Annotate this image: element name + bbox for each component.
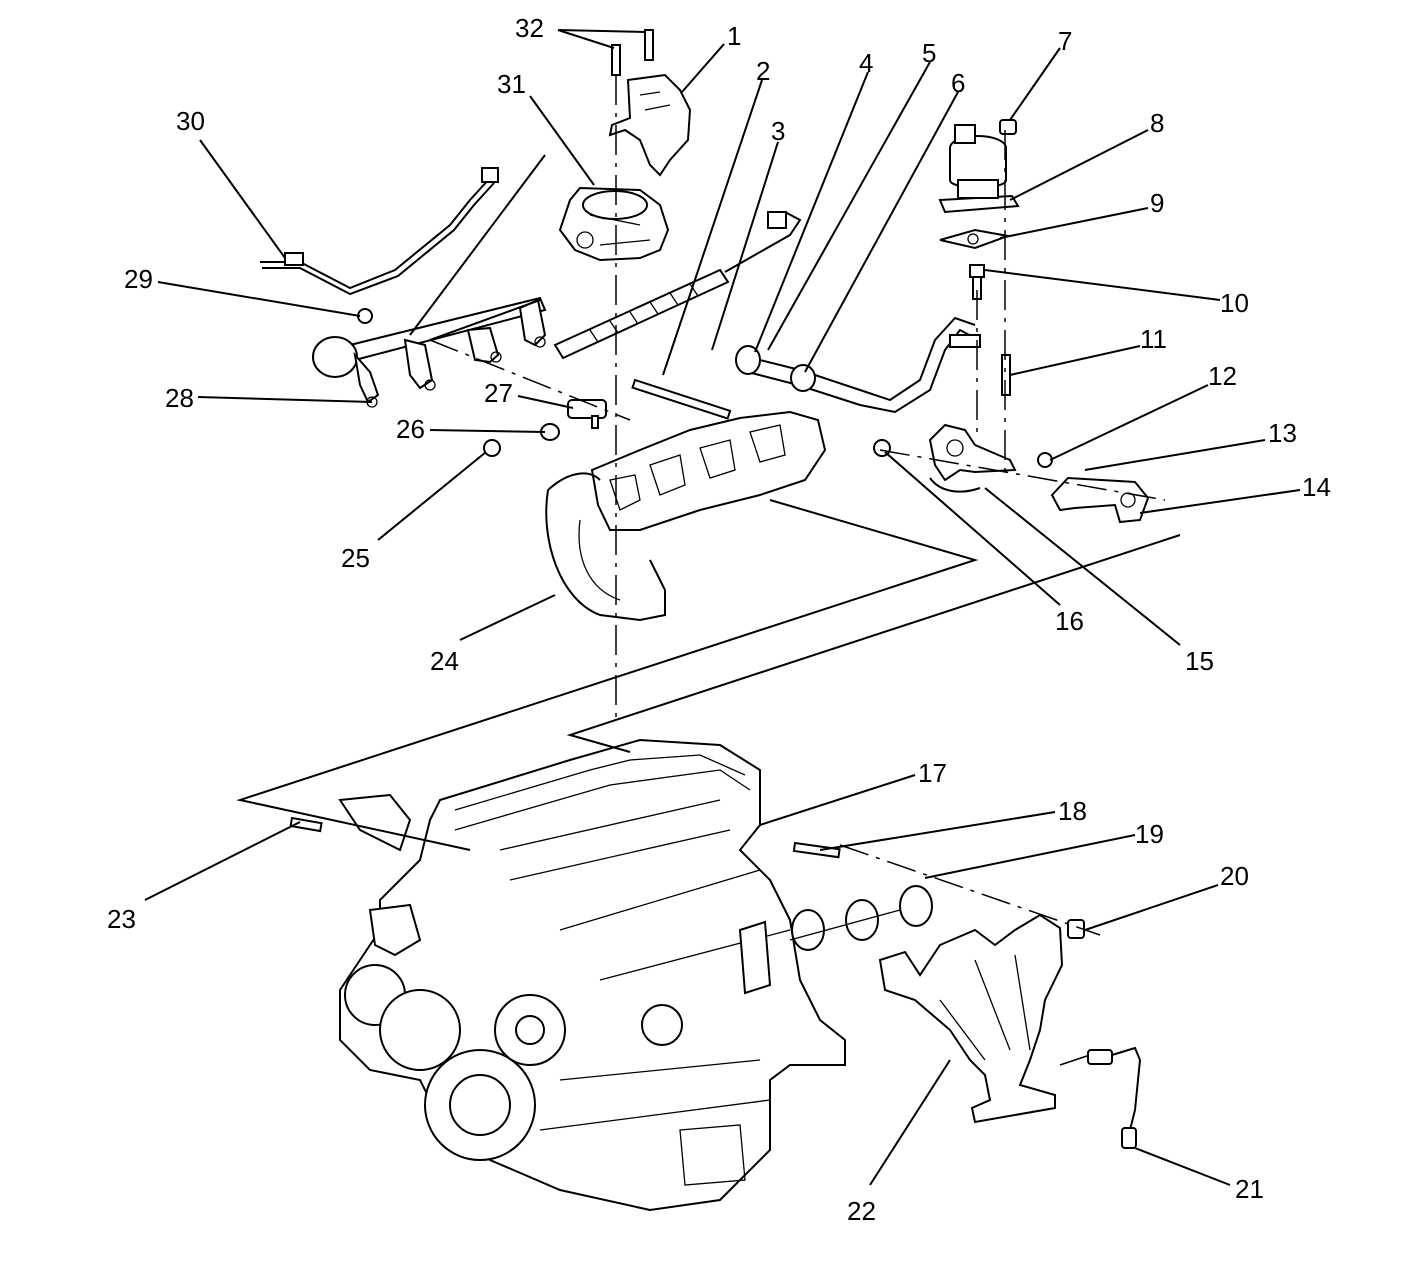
callout-8: 8: [1150, 108, 1164, 138]
map-sensor-icon: [567, 399, 607, 429]
callout-21: 21: [1235, 1174, 1264, 1204]
callout-13: 13: [1268, 418, 1297, 448]
bolt-12-icon: [1037, 452, 1053, 468]
callout-labels: 1 2 3 4 5 6 7 8 9 10 11 12 13 14 15 16 1…: [107, 13, 1331, 1226]
callout-6: 6: [951, 68, 965, 98]
intake-manifold-icon: [545, 410, 827, 622]
callout-7: 7: [1058, 26, 1072, 56]
throttle-bracket-icon: [608, 73, 692, 177]
callout-30: 30: [176, 106, 205, 136]
stud-23-icon: [289, 816, 323, 833]
engine-block-icon: [338, 738, 846, 1212]
callout-17: 17: [918, 758, 947, 788]
oxygen-sensor-icon: [1087, 1046, 1142, 1149]
stud-icon: [631, 378, 732, 420]
callout-3: 3: [771, 116, 785, 146]
callout-26: 26: [396, 414, 425, 444]
bracket-14-icon: [1050, 476, 1150, 524]
exhaust-gasket-icon: [738, 885, 933, 995]
callout-11: 11: [1140, 324, 1167, 354]
callout-19: 19: [1135, 819, 1164, 849]
callout-18: 18: [1058, 796, 1087, 826]
callout-28: 28: [165, 383, 194, 413]
leader-lines: [144, 29, 1301, 1186]
callout-16: 16: [1055, 606, 1084, 636]
callout-5: 5: [922, 38, 936, 68]
callout-31: 31: [497, 69, 526, 99]
bolt-32a-icon: [611, 44, 621, 76]
egr-tube-icon: [735, 316, 981, 414]
callout-23: 23: [107, 904, 136, 934]
bolt-32b-icon: [644, 29, 654, 61]
fuel-pipe-icon: [260, 167, 499, 296]
callout-25: 25: [341, 543, 370, 573]
callout-1: 1: [727, 21, 741, 51]
throttle-body-icon: [558, 186, 670, 262]
exhaust-manifold-icon: [878, 913, 1064, 1124]
nut-7-icon: [999, 119, 1017, 135]
stud-18-icon: [792, 841, 841, 859]
callout-10: 10: [1220, 288, 1249, 318]
callout-20: 20: [1220, 861, 1249, 891]
callout-15: 15: [1185, 646, 1214, 676]
egr-valve-icon: [938, 124, 1020, 214]
callout-22: 22: [847, 1196, 876, 1226]
alignment-lines: [236, 75, 1181, 1066]
pcv-hose-icon: [553, 211, 802, 360]
bolt-25-icon: [483, 439, 501, 457]
fuel-rail-icon: [312, 296, 547, 408]
callout-12: 12: [1208, 361, 1237, 391]
callout-27: 27: [484, 378, 513, 408]
stud-11-icon: [1001, 354, 1011, 396]
callout-9: 9: [1150, 188, 1164, 218]
egr-gasket-icon: [939, 228, 1012, 250]
callout-29: 29: [124, 264, 153, 294]
callout-24: 24: [430, 646, 459, 676]
callout-4: 4: [859, 48, 873, 78]
callout-2: 2: [756, 56, 770, 86]
callout-32: 32: [515, 13, 544, 43]
egr-adapter-icon: [928, 423, 1017, 493]
callout-14: 14: [1302, 472, 1331, 502]
bolt-29-icon: [357, 308, 373, 324]
